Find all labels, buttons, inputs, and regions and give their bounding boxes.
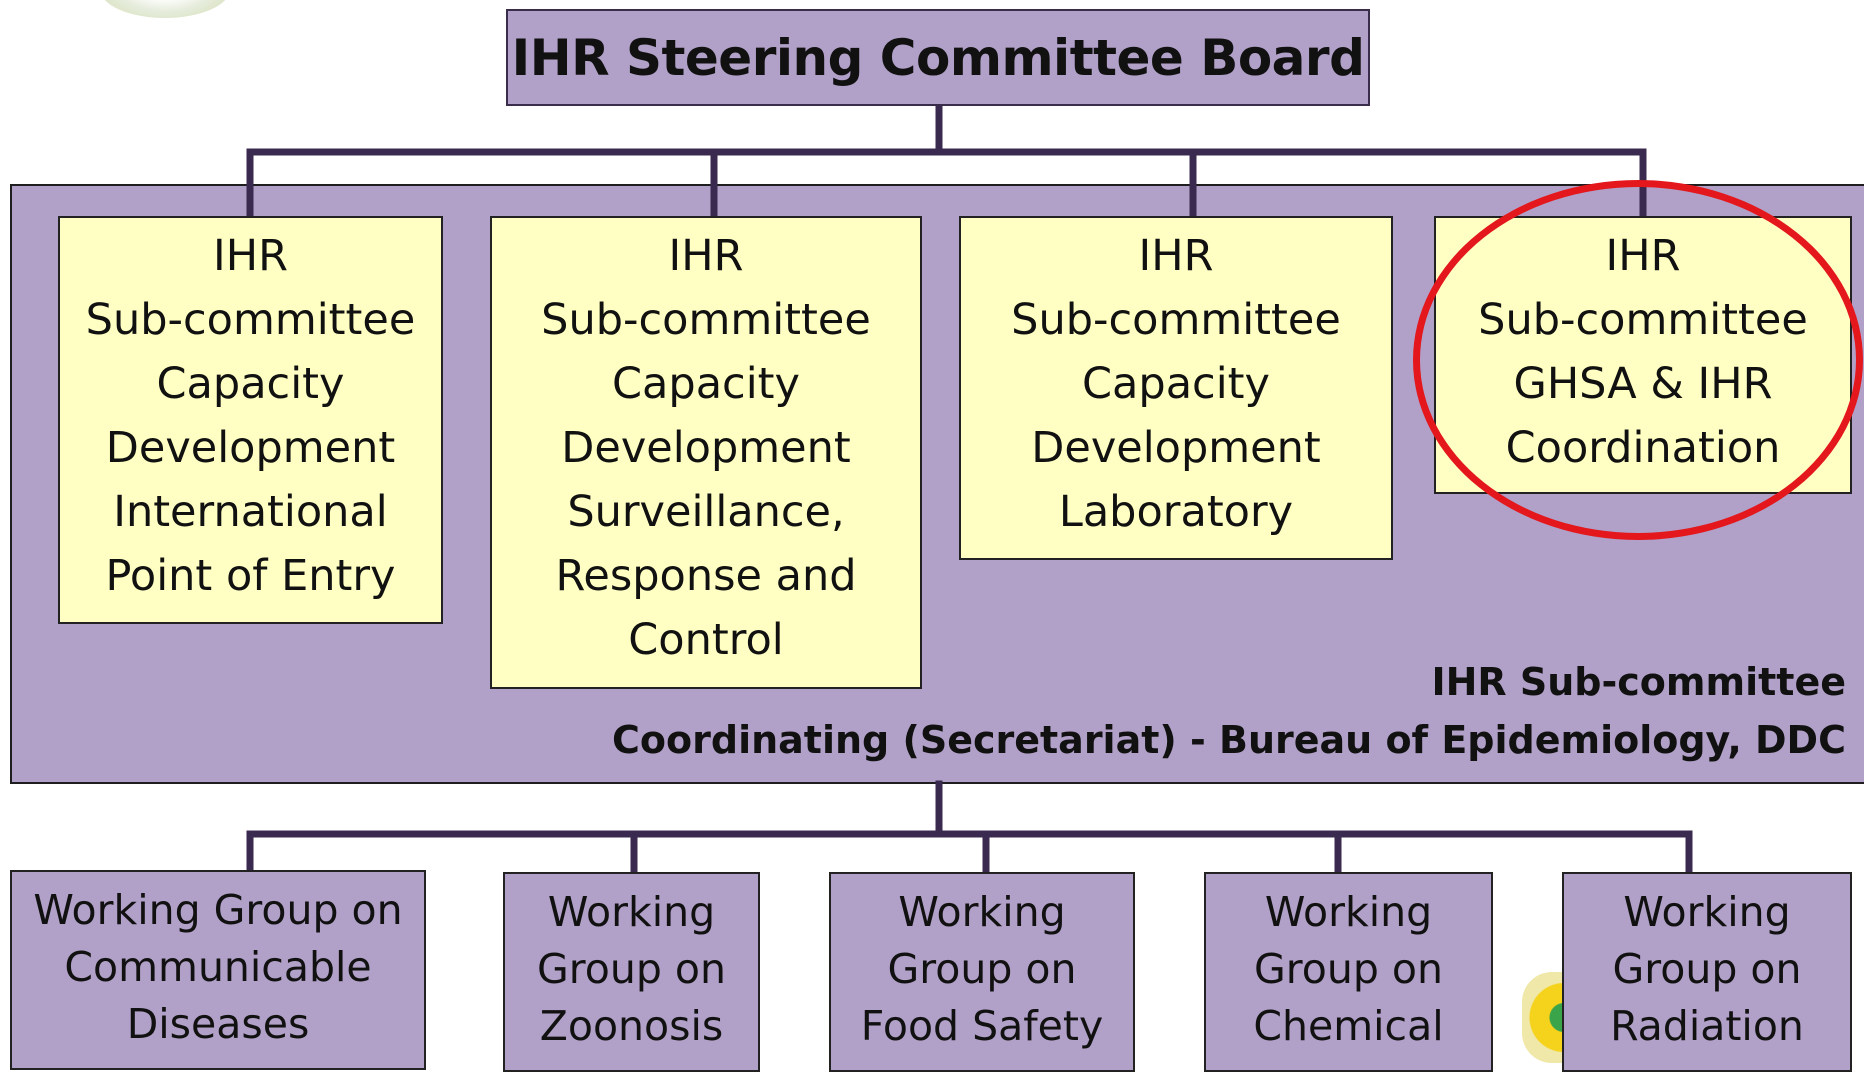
- subcommittee-line: Coordination: [1505, 423, 1781, 473]
- subcommittee-line: Development: [561, 423, 851, 473]
- subcommittee-line: Capacity: [156, 359, 345, 409]
- working-group-line: Radiation: [1610, 1002, 1804, 1050]
- working-group-line: Food Safety: [860, 1002, 1104, 1050]
- working-group-line: Group on: [887, 945, 1077, 993]
- subcommittee-line: Sub-committee: [541, 295, 871, 345]
- subcommittee-line: GHSA & IHR: [1513, 359, 1773, 409]
- subcommittee-line: Development: [105, 423, 396, 473]
- subcommittee-line: Surveillance,: [567, 487, 845, 537]
- subcommittee-line: IHR: [1605, 231, 1681, 281]
- working-group-line: Zoonosis: [539, 1002, 724, 1050]
- working-group-line: Group on: [1612, 945, 1802, 993]
- working-group-line: Working Group on: [33, 886, 403, 934]
- working-group-line: Group on: [537, 945, 726, 993]
- subcommittee-line: IHR: [1138, 231, 1214, 281]
- working-group-line: Group on: [1254, 945, 1443, 993]
- working-group-communicable-diseases: Working Group on Communicable Diseases: [10, 870, 426, 1070]
- subcommittee-ghsa-coordination: IHR Sub-committee GHSA & IHR Coordinatio…: [1434, 216, 1852, 494]
- working-group-radiation: Working Group on Radiation: [1562, 872, 1852, 1072]
- subcommittee-line: Response and: [555, 551, 857, 601]
- subcommittee-line: Capacity: [1082, 359, 1270, 409]
- working-group-line: Working: [1623, 888, 1791, 936]
- subcommittee-line: Sub-committee: [1011, 295, 1341, 345]
- secretariat-line-1: IHR Sub-committee: [1431, 660, 1846, 704]
- subcommittee-line: Point of Entry: [105, 551, 396, 601]
- working-group-food-safety: Working Group on Food Safety: [829, 872, 1135, 1072]
- steering-committee-board: IHR Steering Committee Board: [506, 9, 1370, 106]
- subcommittee-line: Sub-committee: [1478, 295, 1808, 345]
- working-group-zoonosis: Working Group on Zoonosis: [503, 872, 760, 1072]
- subcommittee-line: Laboratory: [1058, 487, 1294, 537]
- subcommittee-line: International: [113, 487, 388, 537]
- subcommittee-line: IHR: [213, 231, 288, 281]
- logo-top-left: [100, 0, 230, 18]
- subcommittee-surveillance: IHR Sub-committee Capacity Development S…: [490, 216, 922, 689]
- working-group-line: Working: [1264, 888, 1433, 936]
- secretariat-title: IHR Sub-committee: [546, 660, 1846, 704]
- working-group-line: Chemical: [1253, 1002, 1444, 1050]
- secretariat-subtitle: Coordinating (Secretariat) - Bureau of E…: [546, 718, 1846, 762]
- secretariat-line-2: Coordinating (Secretariat) - Bureau of E…: [612, 718, 1846, 762]
- working-group-chemical: Working Group on Chemical: [1204, 872, 1493, 1072]
- subcommittee-line: Capacity: [612, 359, 800, 409]
- working-group-line: Diseases: [126, 1000, 310, 1048]
- subcommittee-point-of-entry: IHR Sub-committee Capacity Development I…: [58, 216, 443, 624]
- subcommittee-line: IHR: [668, 231, 744, 281]
- subcommittee-line: Sub-committee: [85, 295, 416, 345]
- board-title: IHR Steering Committee Board: [511, 28, 1365, 87]
- subcommittee-line: Control: [628, 615, 784, 665]
- subcommittee-laboratory: IHR Sub-committee Capacity Development L…: [959, 216, 1393, 560]
- subcommittee-line: Development: [1031, 423, 1321, 473]
- working-group-line: Working: [898, 888, 1066, 936]
- working-group-line: Working: [547, 888, 716, 936]
- working-group-line: Communicable: [64, 943, 372, 991]
